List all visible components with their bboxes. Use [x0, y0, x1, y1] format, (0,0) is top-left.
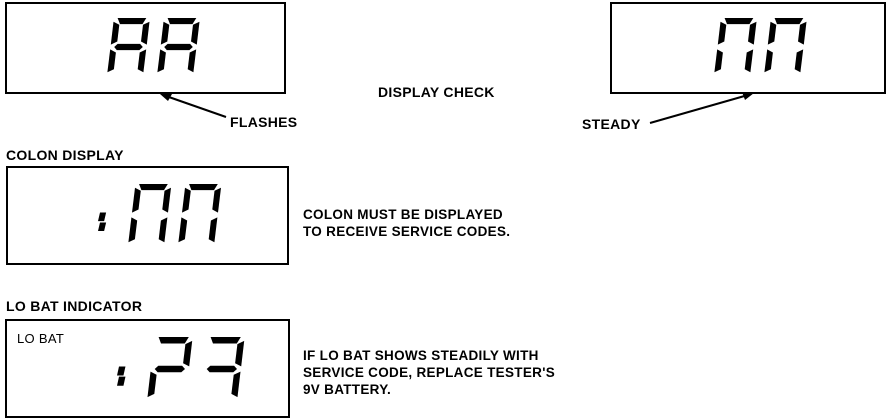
- lcd-segment-e-digit-2: [157, 49, 166, 73]
- colon-display-heading: COLON DISPLAY: [6, 147, 124, 163]
- lo-bat-lcd-digits: [117, 337, 245, 398]
- display-check-title: DISPLAY CHECK: [378, 84, 495, 100]
- lcd-segment-f-digit-1: [132, 187, 141, 213]
- colon-display-panel: [6, 166, 289, 265]
- lcd-segment-f-digit-1: [717, 21, 727, 45]
- steady-display-panel: [610, 2, 886, 94]
- lcd-segment-c-digit-2: [231, 371, 241, 398]
- lo-bat-note: IF LO BAT SHOWS STEADILY WITH SERVICE CO…: [303, 347, 555, 398]
- lo-bat-heading: LO BAT INDICATOR: [6, 298, 143, 314]
- lcd-segment-b-digit-1: [141, 21, 150, 45]
- lcd-segment-b-digit-2: [212, 187, 221, 213]
- lcd-segment-a-digit-2: [210, 337, 241, 344]
- colon-dot-upper: [117, 366, 126, 376]
- lcd-segment-g-digit-2: [206, 365, 237, 373]
- lcd-segment-f-digit-1: [110, 21, 120, 45]
- lo-bat-note-line-2: SERVICE CODE, REPLACE TESTER'S: [303, 365, 556, 380]
- lcd-segment-b-digit-1: [183, 340, 193, 367]
- lcd-segment-e-digit-1: [128, 217, 138, 243]
- flashes-lcd-digits: [107, 18, 200, 73]
- lcd-segment-f-digit-2: [182, 187, 191, 213]
- steady-label: STEADY: [582, 116, 641, 132]
- lcd-segment-g-digit-2: [164, 43, 193, 51]
- lcd-segment-e-digit-2: [764, 49, 773, 73]
- colon-dot-upper: [98, 212, 107, 222]
- lcd-segment-b-digit-2: [798, 21, 807, 45]
- lo-bat-panel: LO BAT: [5, 319, 290, 418]
- lcd-segment-c-digit-2: [794, 49, 804, 73]
- lcd-segment-e-digit-1: [147, 371, 157, 398]
- lcd-segment-b-digit-2: [191, 21, 200, 45]
- lcd-segment-a-digit-2: [167, 18, 197, 25]
- lcd-segment-c-digit-1: [137, 49, 147, 73]
- lcd-segment-e-digit-1: [714, 49, 723, 73]
- lcd-segment-c-digit-2: [208, 217, 218, 243]
- lcd-segment-a-digit-1: [158, 337, 189, 344]
- colon-dot-lower: [117, 376, 126, 386]
- lcd-segment-b-digit-1: [162, 187, 171, 213]
- colon-display-note-line-2: TO RECEIVE SERVICE CODES.: [303, 224, 511, 239]
- lcd-segment-a-digit-1: [139, 184, 168, 191]
- lo-bat-tag: LO BAT: [17, 331, 65, 346]
- lcd-segment-a-digit-1: [724, 18, 754, 25]
- lcd-segment-b-digit-1: [748, 21, 757, 45]
- lo-bat-note-line-1: IF LO BAT SHOWS STEADILY WITH: [303, 348, 539, 363]
- colon-display-lcd-digits: [98, 184, 221, 243]
- lcd-segment-g-digit-1: [154, 365, 185, 373]
- steady-lcd-digits: [714, 18, 807, 73]
- lcd-segment-a-digit-2: [189, 184, 218, 191]
- colon-display-note: COLON MUST BE DISPLAYED TO RECEIVE SERVI…: [303, 206, 510, 240]
- lcd-segment-c-digit-1: [744, 49, 754, 73]
- lcd-segment-a-digit-2: [774, 18, 804, 25]
- flashes-display-panel: [5, 2, 286, 94]
- lcd-segment-e-digit-1: [107, 49, 116, 73]
- colon-dot-lower: [98, 222, 107, 232]
- flashes-label: FLASHES: [230, 114, 298, 130]
- lcd-segment-c-digit-1: [158, 217, 168, 243]
- lcd-segment-g-digit-1: [114, 43, 143, 51]
- lcd-segment-a-digit-1: [117, 18, 147, 25]
- lo-bat-note-line-3: 9V BATTERY.: [303, 382, 392, 397]
- lcd-segment-f-digit-2: [160, 21, 170, 45]
- lcd-segment-b-digit-2: [235, 340, 245, 367]
- lcd-segment-e-digit-2: [178, 217, 188, 243]
- lcd-segment-c-digit-2: [187, 49, 197, 73]
- colon-display-note-line-1: COLON MUST BE DISPLAYED: [303, 207, 503, 222]
- lcd-segment-f-digit-2: [767, 21, 777, 45]
